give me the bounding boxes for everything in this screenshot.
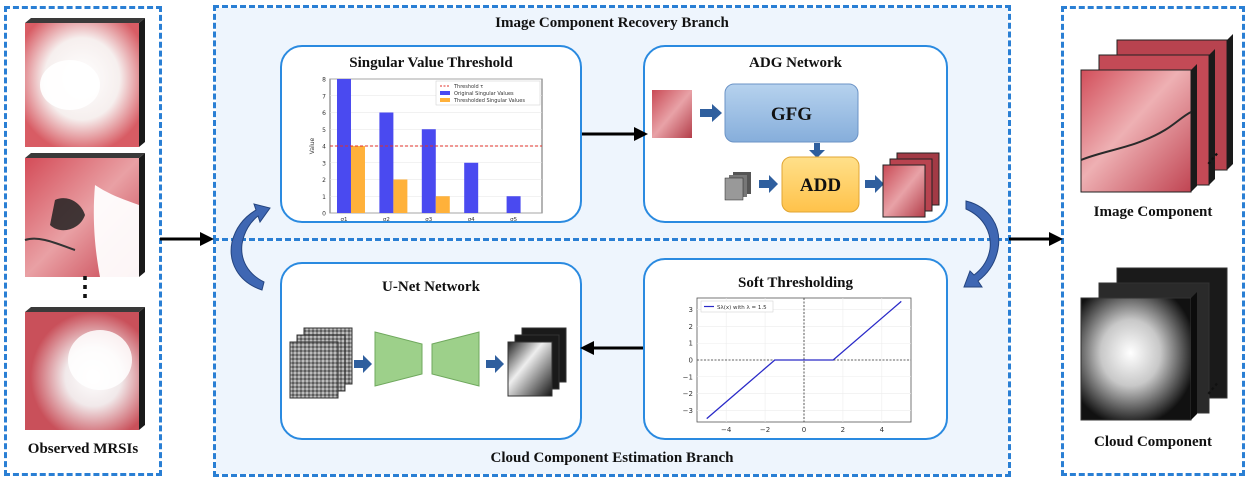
soft-legend-box <box>700 300 774 313</box>
soft-line-series <box>706 300 902 420</box>
arrow-branches-to-output <box>1009 232 1063 246</box>
arrow-add-to-output <box>865 175 884 193</box>
soft-ytick-label: 1 <box>689 340 693 348</box>
svt-ytick-label: 8 <box>322 77 326 84</box>
arrow-gfg-to-add <box>809 143 825 158</box>
adg-diagram: GFG ADD <box>652 83 940 218</box>
soft-chart: −4 −2 0 2 4 3 2 1 0 −1 −2 −3 Sλ(x) with λ = 1.5 <box>683 297 912 434</box>
svt-bar-thresholded <box>350 146 365 213</box>
arrow-input-to-gfg <box>700 104 722 122</box>
gfg-label: GFG <box>771 104 812 125</box>
unet-card: U-Net Network <box>280 262 582 440</box>
svt-bar-thresholded <box>435 196 450 213</box>
cloud-component-label: Cloud Component <box>1094 434 1212 450</box>
image-component-label: Image Component <box>1093 204 1213 220</box>
arrow-input-to-encoder <box>354 355 372 373</box>
estimation-branch-frame <box>213 238 1011 477</box>
curved-arrow-left <box>230 203 271 291</box>
svt-title: Singular Value Threshold <box>349 55 513 71</box>
observed-image-3 <box>25 307 145 430</box>
observed-mrsis-label: Observed MRSIs <box>27 441 139 457</box>
svt-bar-original <box>336 79 351 213</box>
svt-ytick-label: 4 <box>322 144 326 151</box>
svt-legend-swatch <box>440 98 450 102</box>
image-component-stack <box>1080 34 1233 193</box>
add-label: ADD <box>800 175 841 196</box>
svt-legend-label: Original Singular Values <box>454 91 514 97</box>
observed-ellipsis: ⋮ <box>72 272 98 301</box>
unet-diagram <box>289 327 567 399</box>
soft-ytick-label: −1 <box>683 373 693 381</box>
recovery-branch-title: Image Component Recovery Branch <box>495 15 729 31</box>
svt-ytick-label: 5 <box>322 127 326 134</box>
svt-bar-original <box>464 162 479 213</box>
adg-card: ADG Network GFG ADD <box>643 45 948 223</box>
svt-bar-original <box>506 196 521 213</box>
svt-ytick-label: 0 <box>322 211 326 218</box>
cloud-component-stack <box>1080 267 1228 421</box>
output-stacks <box>1080 34 1233 421</box>
adg-output-stack <box>882 152 940 218</box>
soft-ytick-label: 2 <box>689 323 693 331</box>
soft-xtick-label: 4 <box>880 426 885 434</box>
svt-legend-label: Threshold τ <box>453 84 483 90</box>
soft-xtick-label: −4 <box>721 426 732 434</box>
soft-xtick-label: 2 <box>841 426 845 434</box>
soft-ytick-label: 0 <box>689 357 693 365</box>
svt-bar-original <box>421 129 436 213</box>
unet-title: U-Net Network <box>382 279 480 295</box>
svt-legend-swatch <box>440 91 450 95</box>
unet-input-stack <box>289 327 353 399</box>
arrow-soft-to-unet <box>580 341 644 355</box>
curved-arrow-right <box>963 200 1000 288</box>
svt-bar-original <box>379 112 394 213</box>
unet-decoder <box>431 331 480 387</box>
unet-output-stack <box>507 327 567 397</box>
soft-xtick-label: 0 <box>802 426 806 434</box>
arrow-decoder-to-output <box>486 355 504 373</box>
estimation-branch-title: Cloud Component Estimation Branch <box>490 450 734 466</box>
svt-ytick-label: 7 <box>322 93 326 100</box>
gfg-block <box>724 83 859 143</box>
svt-ytick-label: 6 <box>322 110 326 117</box>
svt-ylabel: Value <box>309 137 316 154</box>
arrow-noise-to-add <box>759 175 778 193</box>
observed-image-2 <box>24 153 145 277</box>
svt-xtick-label: σ3 <box>425 217 432 223</box>
adg-noise-stack <box>724 172 751 201</box>
arrow-input-to-branches <box>160 232 214 246</box>
add-block <box>781 156 860 213</box>
soft-legend-label: Sλ(x) with λ = 1.5 <box>717 305 767 311</box>
soft-ytick-label: −3 <box>683 407 693 415</box>
soft-card: Soft Thresholding −4 −2 0 2 4 3 2 1 0 −1 −2 −3 Sλ(x)… <box>643 258 948 440</box>
soft-title: Soft Thresholding <box>738 275 853 291</box>
svt-bar-thresholded <box>393 179 408 213</box>
svt-ytick-label: 3 <box>322 160 326 167</box>
unet-encoder <box>374 331 423 387</box>
svt-legend-label: Thresholded Singular Values <box>453 98 525 104</box>
svt-ytick-label: 2 <box>322 177 326 184</box>
adg-input-image <box>652 90 692 138</box>
adg-title: ADG Network <box>749 55 842 71</box>
soft-xtick-label: −2 <box>760 426 770 434</box>
arrow-svt-to-adg <box>582 127 648 141</box>
svt-xtick-label: σ1 <box>340 217 347 223</box>
svt-ytick-label: 1 <box>322 194 326 201</box>
svt-legend-box <box>435 80 541 106</box>
soft-ytick-label: −2 <box>683 390 693 398</box>
observed-image-1 <box>25 18 145 147</box>
svt-xtick-label: σ4 <box>468 217 475 223</box>
soft-ytick-label: 3 <box>689 306 693 314</box>
svt-xtick-label: σ5 <box>510 217 517 223</box>
observed-image-stack <box>24 18 145 430</box>
observed-mrsis-panel <box>4 6 162 476</box>
output-components-panel <box>1061 6 1245 476</box>
svt-xtick-label: σ2 <box>383 217 390 223</box>
